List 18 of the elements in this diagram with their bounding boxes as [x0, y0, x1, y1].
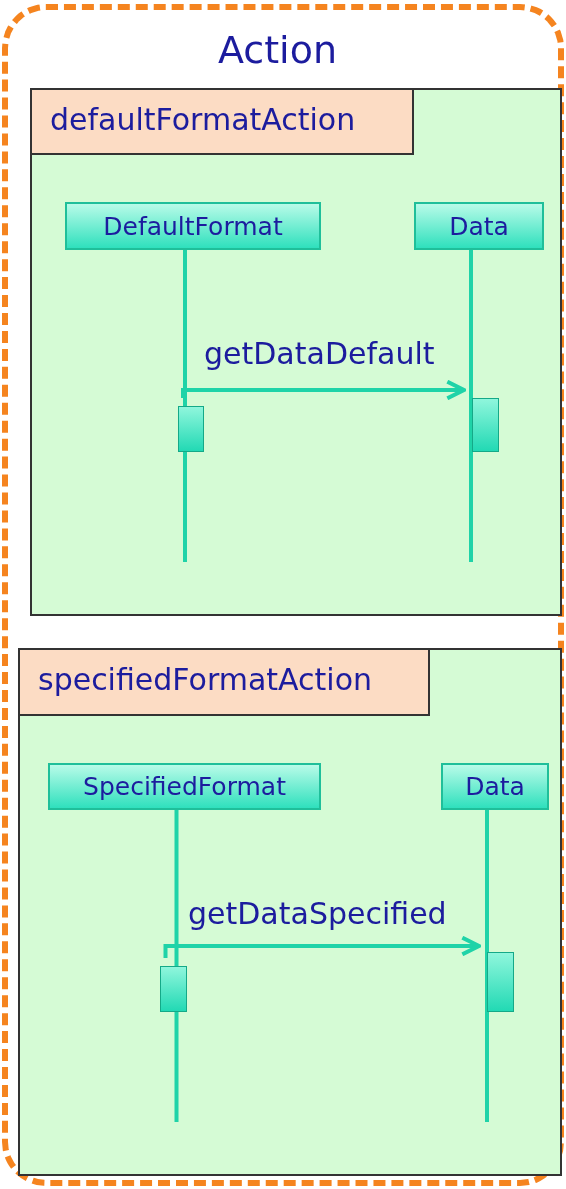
frame-label: defaultFormatAction: [32, 90, 414, 155]
activation-bar: [487, 952, 514, 1012]
frame-label: specifiedFormatAction: [20, 650, 430, 716]
dashed-boundary: [2, 4, 564, 1186]
interaction-frame: [18, 648, 562, 1176]
edge-label: getDataDefault: [204, 336, 435, 371]
interaction-frame: [30, 88, 562, 616]
title: Action: [218, 28, 337, 72]
message-arrow: [163, 935, 481, 958]
activation-bar: [178, 406, 204, 452]
lifeline-head: Data: [414, 202, 544, 250]
activation-bar: [160, 966, 187, 1012]
edge-label: getDataSpecified: [188, 896, 447, 931]
lifeline-head: Data: [441, 763, 549, 810]
activation-bar: [472, 398, 499, 452]
message-arrow: [181, 379, 466, 401]
lifeline-head: DefaultFormat: [65, 202, 321, 250]
lifeline-head: SpecifiedFormat: [48, 763, 321, 810]
